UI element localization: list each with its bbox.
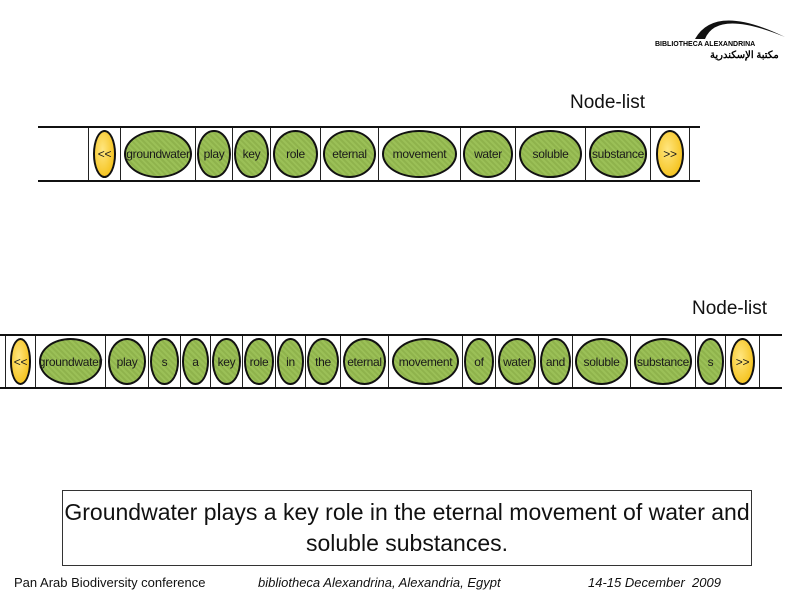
node-cell: soluble	[515, 128, 585, 180]
node-cell: play	[105, 336, 148, 387]
word-node: eternal	[342, 338, 387, 385]
word-node: play	[197, 130, 231, 178]
word-node: and	[540, 338, 571, 385]
word-node: key	[234, 130, 269, 178]
node-cell: soluble	[572, 336, 630, 387]
node-cell: role	[242, 336, 275, 387]
node-cell: substance	[585, 128, 650, 180]
rail-bottom-1	[38, 180, 700, 182]
footer-conference: Pan Arab Biodiversity conference	[14, 575, 206, 590]
node-cell: groundwater	[120, 128, 195, 180]
node-cell: groundwater	[35, 336, 105, 387]
rail-top-1	[38, 126, 700, 128]
word-node: the	[307, 338, 339, 385]
node-cell: water	[460, 128, 515, 180]
node-list-title-1: Node-list	[570, 92, 645, 113]
word-node: s	[150, 338, 179, 385]
word-node: play	[107, 338, 147, 385]
end-node: <<	[9, 338, 32, 385]
node-cell: s	[148, 336, 180, 387]
word-node: role	[244, 338, 274, 385]
word-node: role	[272, 130, 319, 178]
node-cell: >>	[650, 128, 690, 180]
word-node: water	[463, 130, 513, 178]
node-cell: movement	[378, 128, 460, 180]
node-cell: and	[538, 336, 572, 387]
word-node: key	[212, 338, 241, 385]
end-node: <<	[92, 130, 117, 178]
node-cell: <<	[88, 128, 120, 180]
word-node: of	[464, 338, 494, 385]
node-cell: a	[180, 336, 210, 387]
node-cell: play	[195, 128, 232, 180]
node-cell: of	[462, 336, 495, 387]
word-node: groundwater	[38, 338, 103, 385]
rail-top-2	[0, 334, 782, 336]
node-cell: in	[275, 336, 305, 387]
footer-venue: bibliotheca Alexandrina, Alexandria, Egy…	[258, 575, 501, 590]
node-cell: key	[232, 128, 270, 180]
arch-logo-icon	[695, 20, 785, 39]
word-node: a	[182, 338, 209, 385]
node-cell: role	[270, 128, 320, 180]
logo-text-ar: مكتبة الإسكندرية	[710, 50, 779, 61]
node-cell: substance	[630, 336, 695, 387]
word-node: substance	[633, 338, 693, 385]
node-cell: eternal	[320, 128, 378, 180]
node-cell: water	[495, 336, 538, 387]
word-node: substance	[588, 130, 648, 178]
node-cell: eternal	[340, 336, 388, 387]
rail-bottom-2	[0, 387, 782, 389]
sentence-box: Groundwater plays a key role in the eter…	[62, 490, 752, 566]
word-node: movement	[382, 130, 457, 178]
logo-text-en: BIBLIOTHECA ALEXANDRINA	[655, 41, 756, 48]
logo: BIBLIOTHECA ALEXANDRINA مكتبة الإسكندرية	[655, 5, 795, 65]
word-node: soluble	[518, 130, 583, 178]
node-cell: >>	[725, 336, 760, 387]
node-cell: the	[305, 336, 340, 387]
end-node: >>	[730, 338, 755, 385]
end-node: >>	[655, 130, 685, 178]
node-list-title-2: Node-list	[692, 298, 767, 319]
word-node: soluble	[575, 338, 628, 385]
word-node: eternal	[323, 130, 376, 178]
word-node: water	[497, 338, 537, 385]
node-cell: movement	[388, 336, 462, 387]
footer-date: 14-15 December 2009	[588, 575, 721, 590]
node-cell: key	[210, 336, 242, 387]
node-cell: <<	[5, 336, 35, 387]
word-node: s	[697, 338, 724, 385]
word-node: movement	[391, 338, 460, 385]
word-node: in	[277, 338, 304, 385]
word-node: groundwater	[123, 130, 193, 178]
node-cell: s	[695, 336, 725, 387]
